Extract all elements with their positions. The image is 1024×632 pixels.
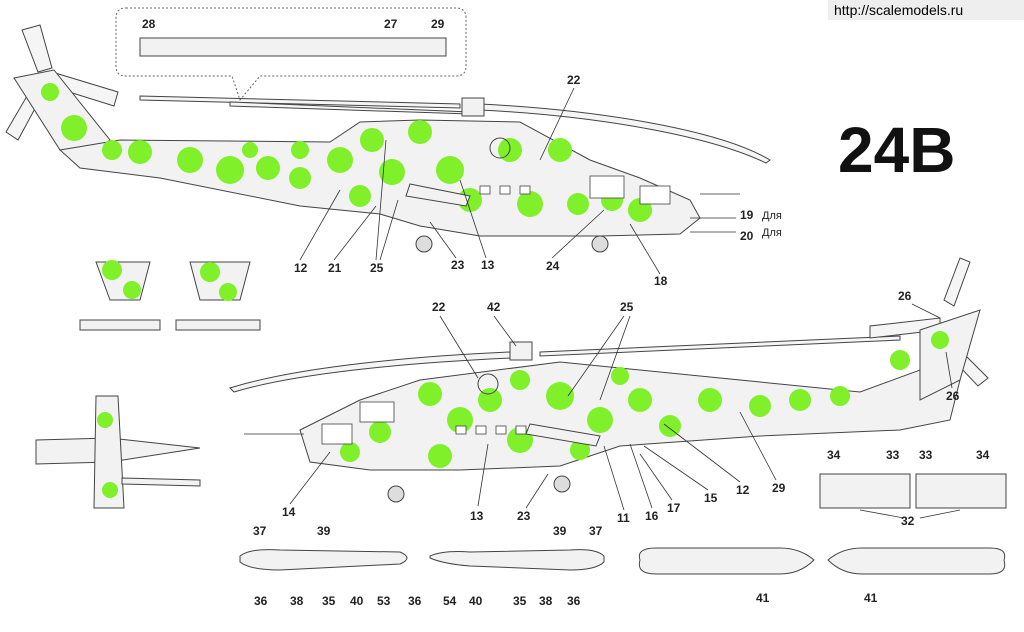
label-23-top: 23 [451, 258, 465, 272]
label-54: 54 [443, 594, 457, 608]
label-25-top: 25 [370, 261, 384, 275]
note-20-text: Для [762, 227, 782, 239]
label-34-a: 34 [827, 448, 841, 462]
label-17: 17 [667, 501, 681, 515]
label-33-b: 33 [919, 448, 933, 462]
note-19-text: Для [762, 210, 782, 222]
label-40-a: 40 [350, 594, 364, 608]
label-22-bottom: 22 [432, 300, 446, 314]
label-18-top: 18 [654, 274, 668, 288]
helicopter-side-view-right [5, 24, 771, 253]
drop-tanks: 41 41 [638, 547, 1006, 605]
label-26-a: 26 [898, 289, 912, 303]
pylon-left: 37 39 36 38 35 40 53 36 [239, 524, 422, 608]
label-37-b: 37 [589, 524, 603, 538]
label-36-b: 36 [408, 594, 422, 608]
label-34-b: 34 [976, 448, 990, 462]
label-33-a: 33 [886, 448, 900, 462]
label-12-top: 12 [294, 261, 308, 275]
watermark-url: http://scalemodels.ru [834, 2, 963, 18]
label-25-bottom: 25 [620, 300, 634, 314]
label-40-b: 40 [469, 594, 483, 608]
label-22-top: 22 [567, 73, 581, 87]
label-14: 14 [282, 505, 296, 519]
label-29: 29 [431, 17, 445, 31]
containers: 34 33 33 34 32 [819, 448, 1007, 528]
inset-detail: 28 27 29 [115, 7, 467, 102]
label-28: 28 [142, 17, 156, 31]
label-35-a: 35 [322, 594, 336, 608]
label-42: 42 [487, 300, 501, 314]
label-27: 27 [384, 17, 398, 31]
label-35-b: 35 [513, 594, 527, 608]
label-53: 53 [377, 594, 391, 608]
label-37-a: 37 [253, 524, 267, 538]
label-36-c: 36 [567, 594, 581, 608]
label-13-top: 13 [481, 258, 495, 272]
label-38-b: 38 [539, 594, 553, 608]
top-view-labels: 22 12 21 25 23 13 24 18 19 Для 20 Для [294, 73, 782, 288]
label-15: 15 [704, 491, 718, 505]
label-38-a: 38 [290, 594, 304, 608]
label-21-top: 21 [328, 261, 342, 275]
label-23-bottom: 23 [517, 509, 531, 523]
pylon-right: 39 37 54 40 35 38 36 [429, 524, 605, 608]
helicopter-side-view-left [229, 257, 989, 503]
scheme-code: 24B [838, 114, 955, 186]
label-32: 32 [901, 514, 915, 528]
watermark-box [828, 0, 1024, 20]
label-39-a: 39 [317, 524, 331, 538]
label-41-b: 41 [864, 591, 878, 605]
label-12-bottom: 12 [736, 483, 750, 497]
bottom-view-labels: 26 26 22 42 25 14 13 23 11 16 17 15 12 2… [282, 289, 960, 525]
label-11: 11 [617, 511, 630, 525]
label-39-b: 39 [553, 524, 567, 538]
front-rear-views [35, 260, 261, 509]
label-36-a: 36 [254, 594, 268, 608]
label-20: 20 [740, 229, 754, 243]
label-29-bottom: 29 [772, 481, 786, 495]
label-16: 16 [645, 509, 659, 523]
label-41-a: 41 [756, 591, 770, 605]
label-26-b: 26 [946, 389, 960, 403]
label-24-top: 24 [546, 259, 560, 273]
label-19: 19 [740, 208, 754, 222]
label-13-bottom: 13 [470, 509, 484, 523]
